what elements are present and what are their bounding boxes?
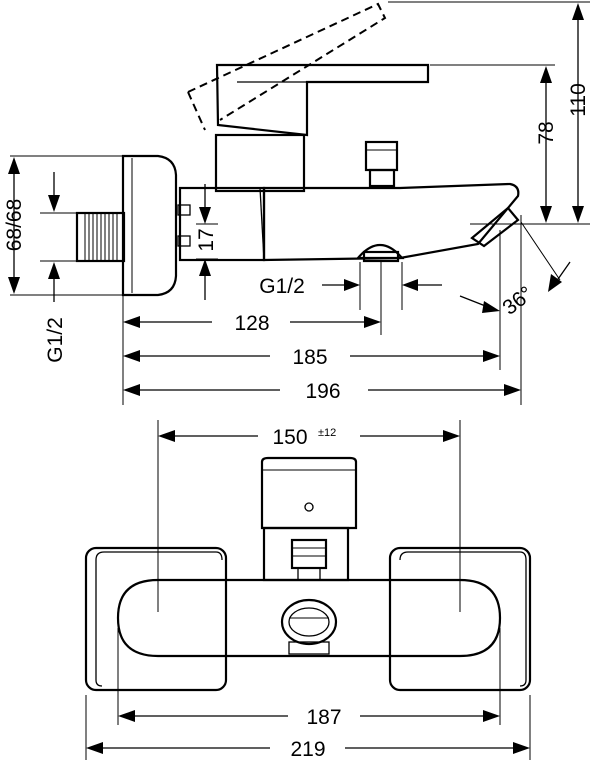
dim-150: 150 [272,426,307,449]
lever-handle [215,63,430,137]
spout-outlet-top [280,598,338,655]
dim-angle-36: 36° [498,282,537,320]
dim-g1-2-inlet: G1/2 [44,317,67,363]
dim-150-tolerance: ±12 [318,427,336,439]
lever-raised-outline [187,2,387,131]
dim-110: 110 [567,83,590,116]
diverter-knob [364,140,399,188]
dim-g1-2-outlet: G1/2 [259,275,305,298]
wall-flange [121,154,178,297]
dim-219: 219 [290,738,325,761]
dim-68-68: 68/68 [3,199,26,252]
spout-aerator [470,206,520,248]
dim-78: 78 [535,121,558,144]
left-wall-plate [84,546,228,692]
threaded-inlet [75,211,126,263]
dim-17: 17 [195,228,218,251]
diverter-stem [290,538,328,581]
cartridge-housing [214,133,306,193]
lever-top [260,456,358,582]
side-view: 110 78 68/68 G1/2 17 G1/2 [3,1,590,405]
dim-185: 185 [292,346,327,369]
spout-body [259,182,520,262]
top-view: 150 ±12 187 219 [84,420,532,761]
dim-196: 196 [305,380,340,403]
mixer-body [116,578,502,658]
shower-outlet [355,243,405,263]
dim-187: 187 [306,706,341,729]
dim-128: 128 [234,312,269,335]
